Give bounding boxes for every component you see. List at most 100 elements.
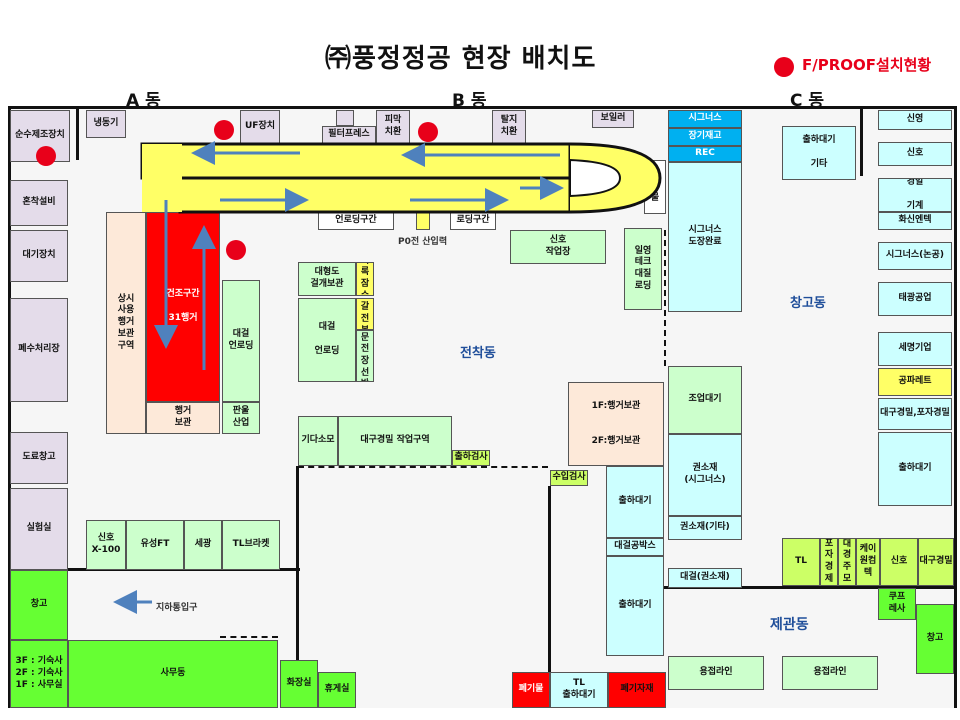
zone-z39: 권소재 (시그너스) — [668, 434, 742, 516]
zone-z40: 권소재(기타) — [668, 516, 742, 540]
zone-z58: 포자 경제 — [820, 538, 838, 586]
zone-z42: 출하대기 — [606, 466, 664, 538]
zone-z05: 폐수처리장 — [10, 298, 68, 402]
zone-z45: 수입검사 — [550, 470, 588, 486]
conveyor-top-lane — [140, 142, 572, 180]
zone-z61: 신호 — [880, 538, 918, 586]
fproof-marker-d2 — [214, 120, 234, 140]
zone-z50: 화신엔텍 — [878, 212, 952, 230]
zone-z74: 화장실 — [280, 660, 318, 708]
zone-z55: 대구경밀,포자경밀 — [878, 398, 952, 430]
dashed-boundary-b — [298, 466, 548, 468]
zone-z69: 세광 — [184, 520, 222, 570]
label-l2: 지하통입구 — [156, 603, 198, 613]
zone-z76: 폐기물 — [512, 672, 550, 708]
zone-z56: 출하대기 — [878, 432, 952, 506]
zone-z14: 상시 사용 행거 보관 구역 — [106, 212, 146, 434]
zone-z38: 조업대기 — [668, 366, 742, 434]
zone-z44: 출하대기 — [606, 556, 664, 656]
zone-z72: 3F : 기숙사 2F : 기숙사 1F : 사무실 — [10, 640, 68, 708]
zone-z78: 폐기자재 — [608, 672, 666, 708]
zone-z16: 행거 보관 — [146, 402, 220, 434]
fproof-marker-d3 — [418, 122, 438, 142]
conveyor-turn-inner — [569, 158, 622, 198]
zone-z54: 공파레트 — [878, 368, 952, 396]
fproof-marker-d1 — [36, 146, 56, 166]
zone-z24: 기록 잠수 — [356, 262, 374, 296]
zone-z47: 신영 — [878, 110, 952, 130]
zone-z64: 창고 — [916, 604, 954, 674]
wall-c-bottom — [664, 586, 956, 589]
zone-z63: 쿠프 레사 — [878, 588, 916, 620]
zone-z02: 냉동기 — [86, 110, 126, 138]
conveyor-left-lane — [142, 144, 182, 212]
zone-z37: 1F:행거보관 2F:행거보관 — [568, 382, 664, 466]
label-l1: P0전 산입력 — [398, 237, 448, 247]
wall-b-left — [296, 466, 299, 708]
zone-z31: 일영 테크 대질 로딩 — [624, 228, 662, 310]
zone-z18: 판울 산업 — [222, 402, 260, 434]
legend-marker — [774, 57, 794, 77]
outer-wall-right — [954, 106, 957, 708]
zone-z66: 용접라인 — [782, 656, 878, 690]
zone-z11: 피막 치환 — [376, 110, 410, 144]
dashed-boundary-a — [220, 636, 278, 638]
zone-z27: 소문 전장 선반 — [356, 330, 374, 382]
zone-z04: 대기장치 — [10, 230, 68, 282]
zone-z75: 휴게실 — [318, 672, 356, 708]
zone-z25: 대걸 언로딩 — [298, 298, 356, 382]
zone-z29: 대구경밀 작업구역 — [338, 416, 452, 466]
zone-z53: 세명기업 — [878, 332, 952, 366]
zone-z71: 창고 — [10, 570, 68, 640]
zone-z51: 시그너스(논공) — [878, 242, 952, 270]
zone-z57: TL — [782, 538, 820, 586]
zone-z73: 사무동 — [68, 640, 278, 708]
zone-z70: TL브라켓 — [222, 520, 280, 570]
zone-z13: 보일러 — [592, 110, 634, 128]
dashed-boundary-bc — [664, 230, 666, 366]
zone-z28: 기다소모 — [298, 416, 338, 466]
wall-b-mid — [548, 486, 551, 672]
legend-label: F/PROOF설치현황 — [802, 56, 932, 74]
fproof-marker-d4 — [226, 240, 246, 260]
zone-z12: 탈지 치환 — [492, 110, 526, 144]
zone-z08: UF장치 — [240, 110, 280, 144]
zone-z62: 대구경밀 — [918, 538, 954, 586]
zone-z65: 용접라인 — [668, 656, 764, 690]
zone-z68: 유성FT — [126, 520, 184, 570]
zone-z03: 혼착설비 — [10, 180, 68, 226]
zone-z34: 장기재고 — [668, 128, 742, 146]
zone-z30: 출하검사 — [452, 450, 490, 466]
zone-z26: 판갈 전봇 — [356, 298, 374, 330]
zone-z41: 대걸(권소재) — [668, 568, 742, 588]
zone-z33: 시그너스 — [668, 110, 742, 128]
label-l3: 전착동 — [460, 346, 496, 361]
outer-wall-top — [8, 106, 956, 109]
label-l4: 창고동 — [790, 296, 826, 311]
zone-z17: 대걸 언로딩 — [222, 280, 260, 402]
zone-z35: REC — [668, 146, 742, 162]
zone-z67: 신호 X-100 — [86, 520, 126, 570]
zone-z06: 도료창고 — [10, 432, 68, 484]
label-l5: 제관동 — [770, 617, 809, 633]
zone-z59: 대경 주모 — [838, 538, 856, 586]
zone-z36: 시그너스 도장완료 — [668, 162, 742, 312]
zone-z49: 경일 기계 — [878, 178, 952, 212]
page-title: ㈜풍정정공 현장 배치도 — [325, 44, 597, 74]
conveyor-mid-lane — [178, 176, 572, 214]
outer-wall-left — [8, 106, 11, 708]
zone-z52: 태광공업 — [878, 282, 952, 316]
zone-z60: 케이 원컴 텍 — [856, 538, 880, 586]
zone-z77: TL 출하대기 — [550, 672, 608, 708]
zone-z22: 신호 작업장 — [510, 230, 606, 264]
zone-z48: 신호 — [878, 142, 952, 166]
wall-c-partition — [860, 108, 863, 176]
zone-z10 — [336, 110, 354, 126]
wall-a-partition — [76, 108, 79, 160]
zone-z43: 대걸공박스 — [606, 538, 664, 556]
zone-z07: 실험실 — [10, 488, 68, 570]
zone-z46: 출하대기 기타 — [782, 126, 856, 180]
zone-z23: 대형도 걸개보관 — [298, 262, 356, 296]
